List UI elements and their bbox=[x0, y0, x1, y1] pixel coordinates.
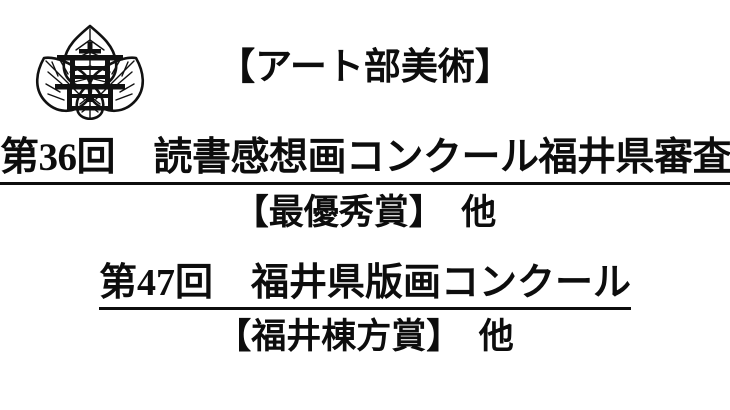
award-2-title-row: 第47回 福井県版画コンクール bbox=[0, 258, 730, 310]
school-crest-icon bbox=[30, 22, 150, 126]
award-1-title-row: 第36回 読書感想画コンクール福井県審査 bbox=[0, 133, 730, 185]
crest-svg bbox=[35, 24, 145, 121]
award-2-result: 【福井棟方賞】 他 bbox=[216, 317, 514, 356]
award-1-title: 第36回 読書感想画コンクール福井県審査 bbox=[0, 136, 730, 185]
page-heading: 【アート部美術】 bbox=[218, 47, 512, 88]
award-1-result: 【最優秀賞】 他 bbox=[233, 193, 497, 232]
award-2-title: 第47回 福井県版画コンクール bbox=[98, 262, 631, 310]
